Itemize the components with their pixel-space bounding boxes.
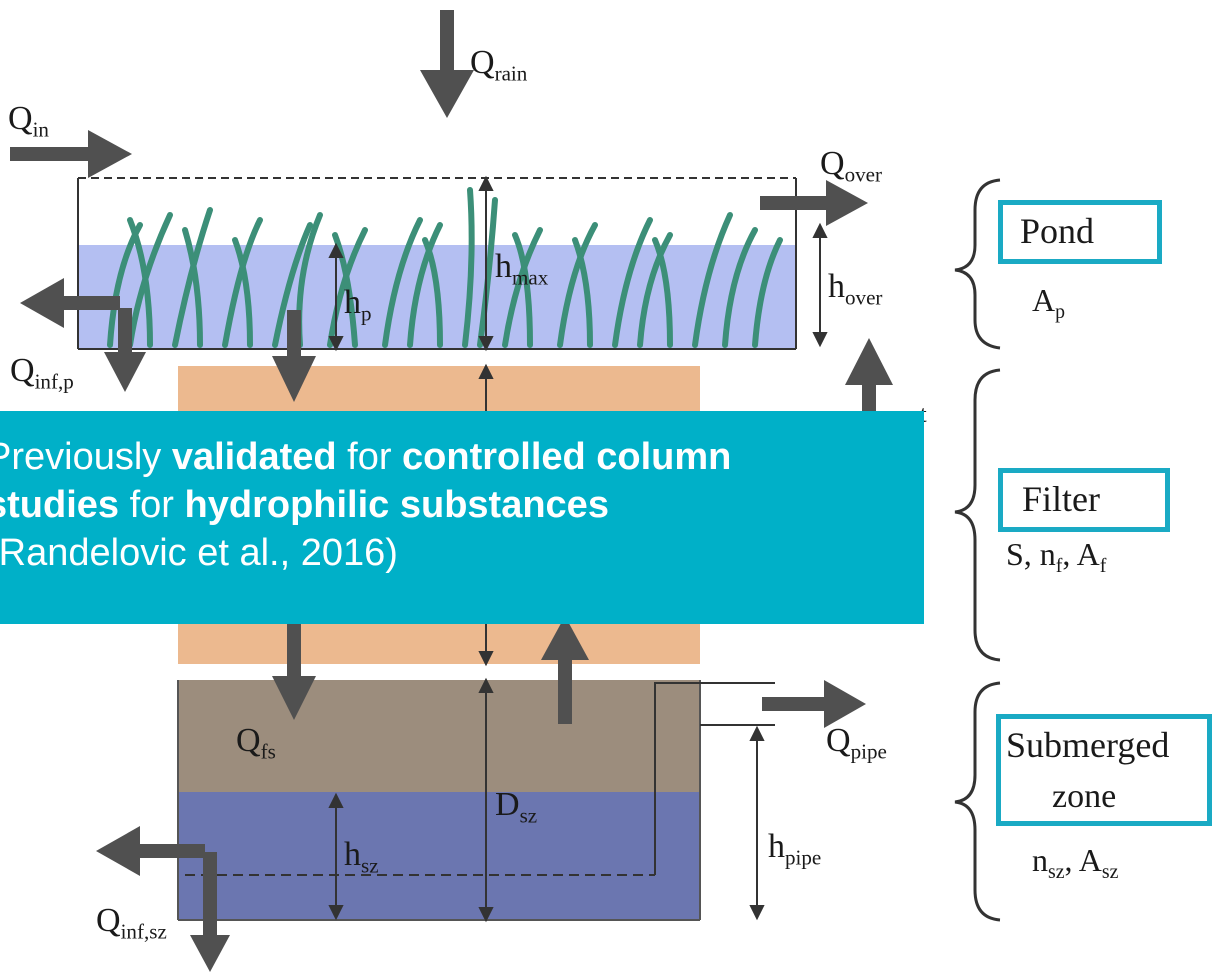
zone-submerged-params: nsz, Asz <box>1032 842 1119 883</box>
zone-braces <box>954 178 1001 922</box>
label-h-sz: hsz <box>344 836 379 878</box>
label-q-fs: Qfs <box>236 722 276 764</box>
callout-line-3: (Randelovic et al., 2016) <box>0 532 398 574</box>
label-q-inf-sz: Qinf,sz <box>96 902 167 944</box>
submerged-upper <box>178 680 700 792</box>
label-h-pipe: hpipe <box>768 828 822 870</box>
label-q-inf-p: Qinf,p <box>10 352 74 394</box>
zone-pond-title: Pond <box>1020 211 1095 251</box>
label-q-pipe: Qpipe <box>826 722 887 764</box>
label-q-over: Qover <box>820 145 883 187</box>
label-h-max: hmax <box>495 248 549 290</box>
zone-submerged-title-2: zone <box>1052 778 1117 815</box>
zone-filter-title: Filter <box>1022 479 1100 519</box>
zone-filter-params: S, nf, Af <box>1006 536 1107 577</box>
label-q-in: Qin <box>8 100 49 142</box>
label-h-p: hp <box>344 284 372 326</box>
submerged-highlight-box <box>996 714 1212 826</box>
callout-line-2: studies for hydrophilic substances <box>0 484 609 526</box>
pond-brace <box>954 178 1001 350</box>
label-h-over: hover <box>828 268 883 310</box>
submerged-brace <box>954 681 1001 922</box>
zone-pond-params: Ap <box>1032 282 1066 323</box>
vegetation <box>107 187 783 348</box>
label-d-sz: Dsz <box>495 786 538 828</box>
validation-callout: Previously validated for controlled colu… <box>0 411 924 624</box>
pond-highlight-box <box>998 200 1162 264</box>
callout-line-1: Previously validated for controlled colu… <box>0 436 732 478</box>
label-q-rain: Qrain <box>470 44 528 86</box>
outlet-pipe <box>654 682 775 875</box>
submerged-lower <box>178 792 700 920</box>
zone-submerged-title-1: Submerged <box>1006 725 1170 765</box>
filter-highlight-box <box>998 468 1170 532</box>
flow-arrows <box>10 10 893 972</box>
filter-brace <box>954 368 1001 662</box>
